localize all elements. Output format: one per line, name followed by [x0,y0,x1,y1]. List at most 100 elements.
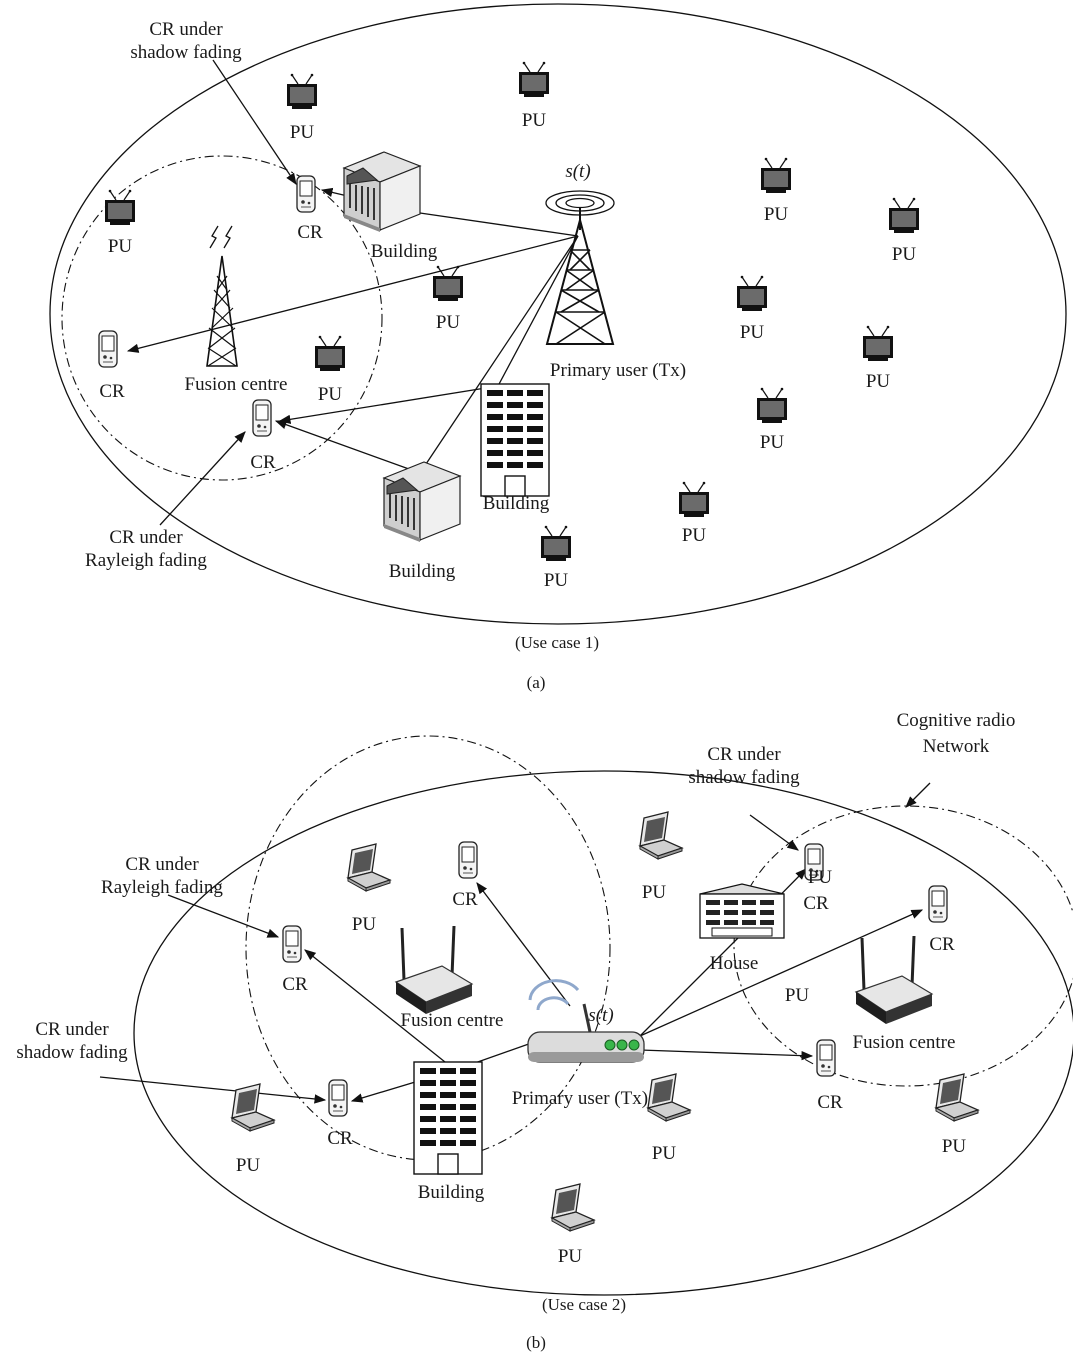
cr-label-a-3: CR [250,452,276,473]
annotation-shadow-b-left-1: CR under [35,1019,109,1040]
cr-label-b-1: CR [452,889,478,910]
cr-device-a-2 [98,330,118,368]
laptop-icon [231,1083,275,1132]
coverage-area-a [49,3,1067,625]
cr-device-b-6 [816,1039,836,1077]
fusion-label-b-1: Fusion centre [401,1010,504,1031]
panel-a: s(t) Primary user (Tx) Fusion centre Bui… [49,3,1067,692]
tv-icon [760,157,792,194]
tv-icon [888,197,920,234]
cr-device-b-1 [458,841,478,879]
laptop-icon [647,1073,691,1122]
cr-device-b-3 [328,1079,348,1117]
tv-icon [286,73,318,110]
house-b [699,883,785,939]
coverage-area-b [133,770,1073,1296]
pu-label: PU [436,312,461,333]
pu-label: PU [352,914,377,935]
building-a-top [343,151,421,233]
pu-label: PU [522,110,547,131]
cr-label-b-6: CR [817,1092,843,1113]
building-label-a-1: Building [371,241,438,262]
pu-label: PU [236,1155,261,1176]
primary-tx-tower-a [545,190,615,345]
annotation-shadow-b-right-2: shadow fading [688,767,800,788]
annotation-rayleigh-a-1: CR under [109,527,183,548]
pu-label: PU [290,122,315,143]
cr-device-a-3 [252,399,272,437]
fusion-label-b-2: Fusion centre [853,1032,956,1053]
tv-icon [736,275,768,312]
fusion-label-a: Fusion centre [185,374,288,395]
annotation-shadow-a-1: CR under [149,19,223,40]
fusion-tower-a [206,225,238,367]
cr-label-b-4: CR [803,893,829,914]
tv-icon [432,265,464,302]
pu-label: PU [764,204,789,225]
pu-label: PU [682,525,707,546]
pu-label: PU [558,1246,583,1267]
pu-label: PU [544,570,569,591]
cr-label-b-3: CR [327,1128,353,1149]
laptop-icon [935,1073,979,1122]
pu-label: PU [318,384,343,405]
annotation-shadow-b-right-1: CR under [707,744,781,765]
cr-label-b-2: CR [282,974,308,995]
building-label-a-3: Building [389,561,456,582]
annotation-shadow-a-2: shadow fading [130,42,242,63]
pu-label: PU [108,236,133,257]
tv-icon [678,481,710,518]
tv-icon [756,387,788,424]
pu-label: PU [642,882,667,903]
network-label-b-1: Cognitive radio [897,710,1016,731]
fusion-ap-b-right [854,934,934,1026]
building-b-office [413,1061,483,1175]
pu-label: PU [892,244,917,265]
cr-device-b-2 [282,925,302,963]
primary-tx-router-b [526,979,646,1064]
tv-icon [314,335,346,372]
pu-label: PU [942,1136,967,1157]
pu-label: PU [652,1143,677,1164]
house-label-b: House [710,953,759,974]
pu-label: PU [760,432,785,453]
cr-label-a-1: CR [297,222,323,243]
tv-icon [540,525,572,562]
cr-device-a-1 [296,175,316,213]
caption-b: (Use case 2) [542,1295,626,1314]
cr-label-a-2: CR [99,381,125,402]
annotation-shadow-b-left-2: shadow fading [16,1042,128,1063]
pu-label: PU [785,985,810,1006]
links-b [99,782,931,1104]
signal-label-a: s(t) [565,161,590,182]
building-a-office [480,383,550,497]
laptop-icon [347,843,391,892]
annotation-rayleigh-b-1: CR under [125,854,199,875]
tx-label-a: Primary user (Tx) [550,360,686,381]
caption-a: (Use case 1) [515,633,599,652]
signal-label-b: s(t) [588,1005,613,1026]
annotation-rayleigh-a-2: Rayleigh fading [85,550,207,571]
cr-device-b-5 [928,885,948,923]
laptop-icon [551,1183,595,1232]
tx-label-b: Primary user (Tx) [512,1088,648,1109]
tv-icon [104,189,136,226]
panel-b: s(t) Primary user (Tx) Fusion centre Fus… [16,710,1073,1352]
sublabel-a: (a) [527,673,546,692]
building-label-b: Building [418,1182,485,1203]
cr-label-b-5: CR [929,934,955,955]
annotation-rayleigh-b-2: Rayleigh fading [101,877,223,898]
cluster-area-a [61,155,383,481]
links-a [126,59,579,526]
building-a-bottom [383,461,461,543]
laptop-icon [639,811,683,860]
tv-icon [862,325,894,362]
tv-icon [518,61,550,98]
building-label-a-2: Building [483,493,550,514]
pu-label: PU [866,371,891,392]
pu-label: PU [740,322,765,343]
sublabel-b: (b) [526,1333,546,1352]
fusion-ap-b-left [394,924,474,1016]
pu-label: PU [808,867,833,888]
